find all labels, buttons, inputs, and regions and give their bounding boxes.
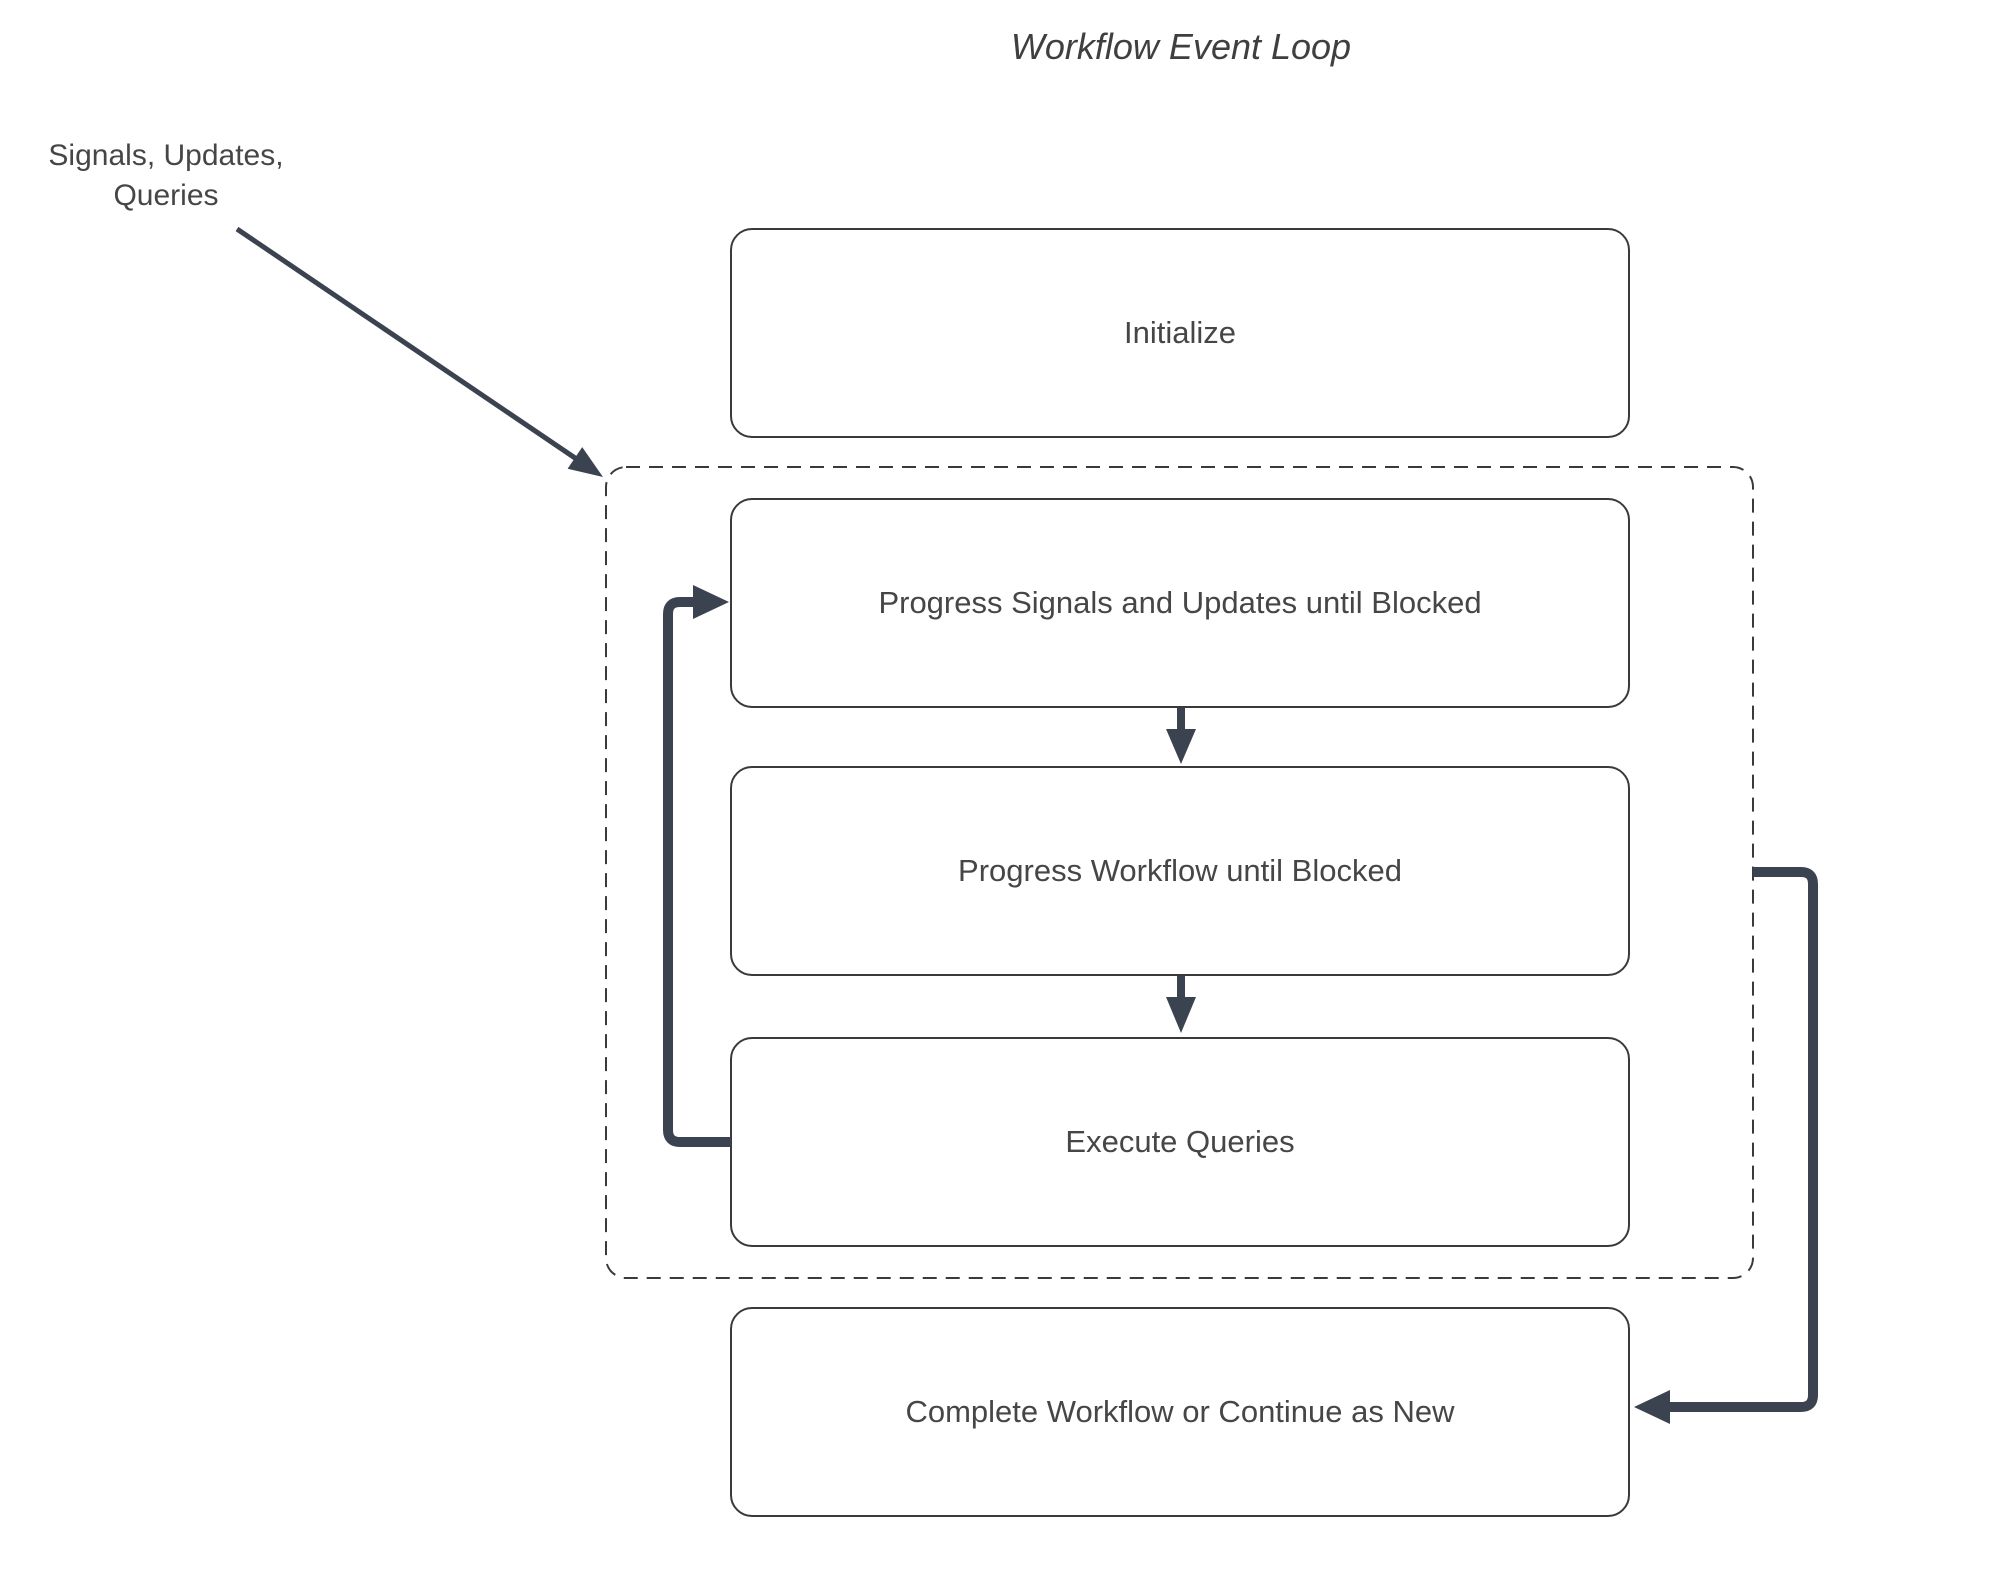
node-progress-workflow-label: Progress Workflow until Blocked [958, 853, 1402, 888]
queries-loop-back-arrow [663, 585, 731, 1147]
arrow-signals-to-workflow [1166, 708, 1196, 764]
node-complete-label: Complete Workflow or Continue as New [905, 1394, 1455, 1429]
external-input-arrow [235, 226, 603, 477]
node-complete-workflow-or-continue-as-new: Complete Workflow or Continue as New [730, 1307, 1630, 1517]
node-progress-signals-and-updates: Progress Signals and Updates until Block… [730, 498, 1630, 708]
node-initialize: Initialize [730, 228, 1630, 438]
node-initialize-label: Initialize [1124, 315, 1236, 350]
node-progress-signals-label: Progress Signals and Updates until Block… [878, 585, 1482, 620]
node-execute-queries-label: Execute Queries [1065, 1124, 1295, 1159]
node-execute-queries: Execute Queries [730, 1037, 1630, 1247]
loop-exit-arrow [1634, 867, 1818, 1424]
node-progress-workflow: Progress Workflow until Blocked [730, 766, 1630, 976]
arrow-workflow-to-queries [1166, 976, 1196, 1033]
diagram-title: Workflow Event Loop [1010, 26, 1352, 67]
external-input-label: Signals, Updates, Queries [48, 139, 284, 212]
